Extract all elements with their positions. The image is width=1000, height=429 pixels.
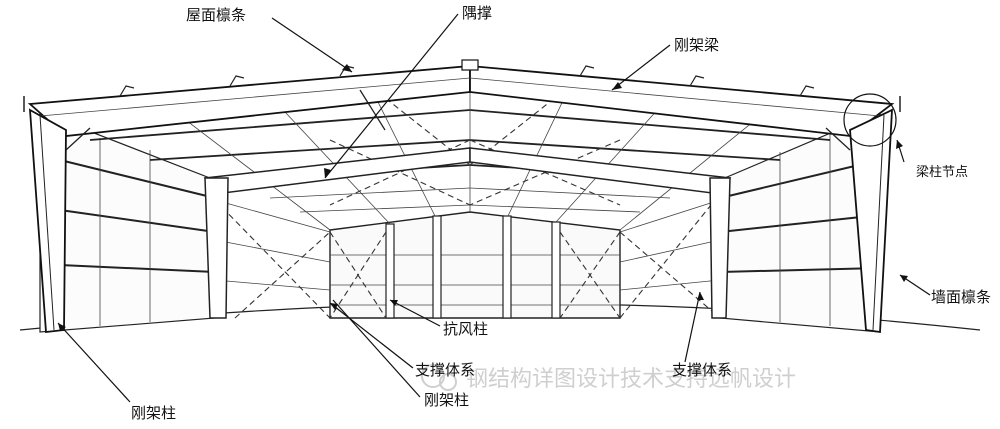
left-side-wall <box>39 111 331 333</box>
right-side-wall <box>619 111 881 333</box>
joint-highlight-circle <box>843 93 897 147</box>
label-wind-column: 抗风柱 <box>443 320 488 338</box>
label-brace: 隅撑 <box>462 4 492 22</box>
label-rafter: 刚架梁 <box>674 36 719 54</box>
knee-braces <box>65 89 851 151</box>
label-bracing-system-right: 支撑体系 <box>672 361 732 379</box>
front-columns <box>23 96 901 334</box>
watermark: 钢结构详图设计技术支持远帆设计 <box>421 364 796 392</box>
label-wall-purlin: 墙面檩条 <box>931 288 991 306</box>
side-wall-bracing <box>214 199 721 319</box>
middle-portal-frame <box>203 147 732 319</box>
front-rafter <box>27 65 895 137</box>
label-frame-column-center: 刚架柱 <box>424 391 469 409</box>
back-wall-bracing <box>329 231 621 319</box>
label-beam-column-joint: 梁柱节点 <box>916 165 968 180</box>
back-gable-wall <box>329 211 621 319</box>
purlin-clips <box>119 59 815 97</box>
label-frame-column-left: 刚架柱 <box>131 404 176 422</box>
watermark-text: 钢结构详图设计技术支持远帆设计 <box>466 367 796 392</box>
leader-lines <box>57 13 931 403</box>
roof-longitudinal-members <box>169 78 771 231</box>
label-bracing-system-left: 支撑体系 <box>415 361 475 379</box>
label-roof-purlin: 屋面檩条 <box>186 6 246 24</box>
leader-arrowheads <box>58 64 908 331</box>
